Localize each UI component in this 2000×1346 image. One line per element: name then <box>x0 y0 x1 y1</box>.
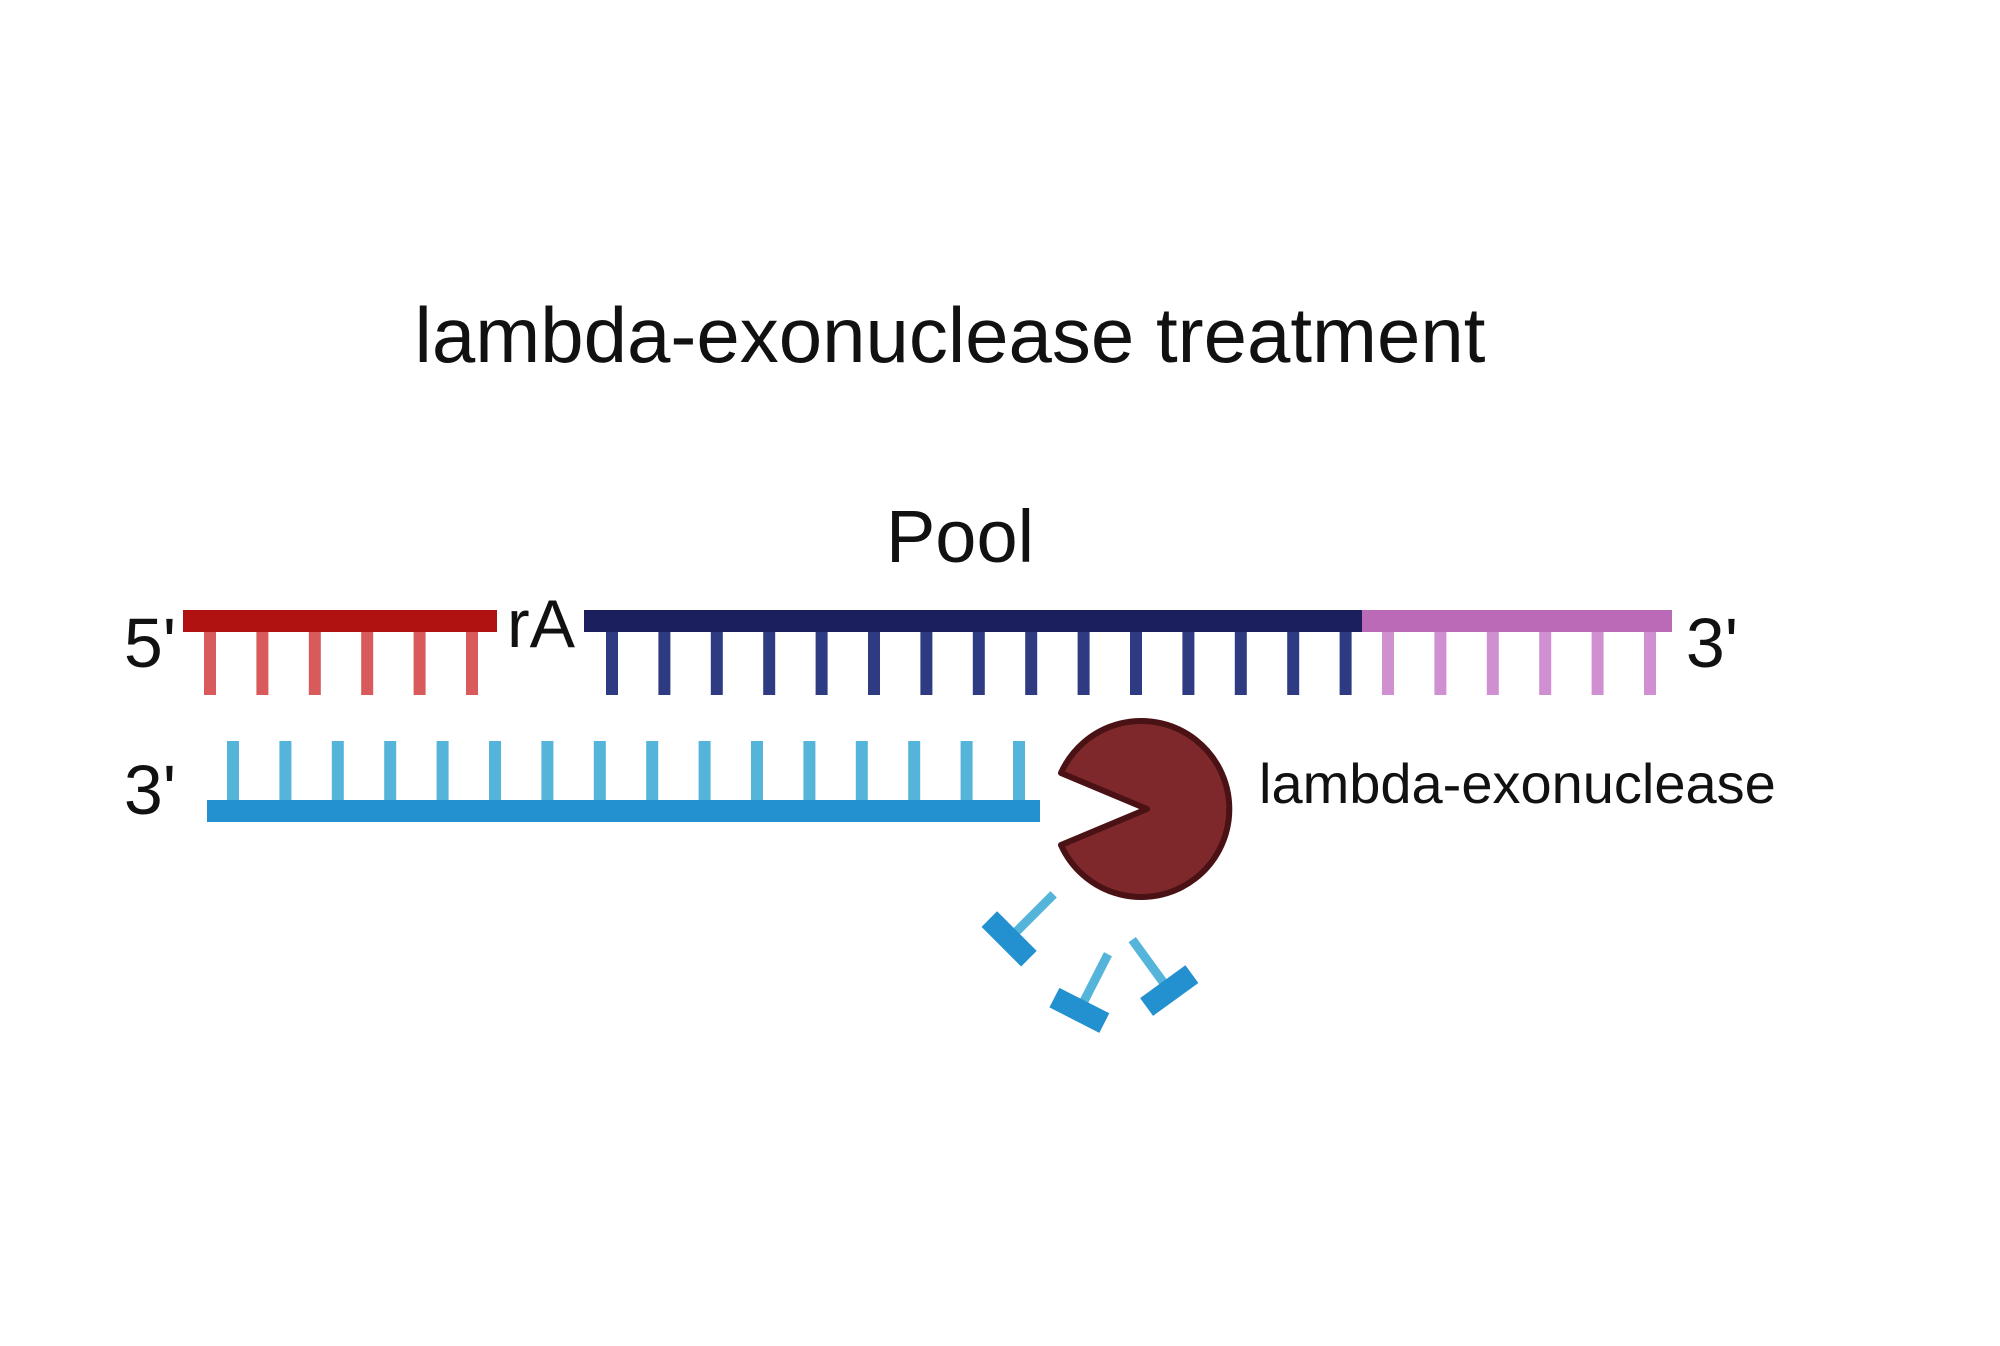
nucleotide-base <box>1130 625 1142 695</box>
released-nucleotide-1 <box>981 891 1057 967</box>
nucleotide-base <box>1486 625 1499 695</box>
nucleotide-base <box>1077 625 1090 695</box>
bottom-backbone <box>207 800 1040 822</box>
nucleotide-base <box>855 741 868 807</box>
enzyme-label: lambda-exonuclease <box>1259 752 1776 815</box>
nucleotide-base <box>646 741 659 807</box>
top-strand-pool-segment <box>584 610 1364 695</box>
nucleotide-base <box>436 741 449 807</box>
nucleotide-base <box>751 741 763 807</box>
nucleotide-base <box>331 741 344 807</box>
nucleotide-base <box>803 741 816 807</box>
fragment-backbone <box>1140 965 1199 1016</box>
nucleotide-base <box>1382 625 1394 695</box>
nucleotide-base <box>593 741 606 807</box>
nucleotide-base <box>413 625 426 695</box>
nucleotide-base <box>308 625 321 695</box>
nucleotide-base <box>606 625 618 695</box>
nucleotide-base <box>279 741 292 807</box>
fragment-base <box>1010 891 1057 938</box>
nucleotide-base <box>1591 625 1604 695</box>
five-prime-label: 5' <box>124 604 176 682</box>
pool-label: Pool <box>886 495 1034 578</box>
three-prime-label-top: 3' <box>1686 604 1738 682</box>
nucleotide-base <box>658 625 671 695</box>
nucleotide-base <box>698 741 711 807</box>
top-left-bases <box>204 625 478 695</box>
nucleotide-base <box>204 625 216 695</box>
bottom-strand <box>207 741 1040 822</box>
nucleotide-base <box>489 741 501 807</box>
nucleotide-base <box>256 625 269 695</box>
lambda-exonuclease-enzyme <box>1058 718 1233 900</box>
top-left-backbone <box>183 610 497 632</box>
top-strand-right-segment <box>1362 610 1672 695</box>
three-prime-label-bottom: 3' <box>124 751 176 829</box>
nucleotide-base <box>1234 625 1247 695</box>
pool-backbone <box>584 610 1364 632</box>
pool-bases <box>606 625 1352 695</box>
fragment-base <box>1078 952 1112 1007</box>
nucleotide-base <box>868 625 880 695</box>
nucleotide-base <box>384 741 397 807</box>
nucleotide-base <box>1539 625 1552 695</box>
nucleotide-base <box>908 741 921 807</box>
top-right-bases <box>1382 625 1656 695</box>
nucleotide-base <box>1025 625 1038 695</box>
nucleotide-base <box>541 741 554 807</box>
ra-label: rA <box>507 586 576 662</box>
nucleotide-base <box>1644 625 1656 695</box>
released-nucleotide-2 <box>1049 952 1112 1033</box>
diagram-title: lambda-exonuclease treatment <box>415 291 1486 379</box>
nucleotide-base <box>920 625 933 695</box>
nucleotide-base <box>361 625 374 695</box>
nucleotide-base <box>1339 625 1352 695</box>
nucleotide-base <box>227 741 239 807</box>
nucleotide-base <box>1013 741 1025 807</box>
fragment-backbone <box>981 911 1037 967</box>
nucleotide-base <box>1287 625 1300 695</box>
nucleotide-base <box>1182 625 1195 695</box>
nucleotide-base <box>815 625 828 695</box>
fragment-backbone <box>1049 987 1110 1033</box>
bottom-bases <box>227 741 1025 807</box>
nucleotide-base <box>960 741 973 807</box>
nucleotide-base <box>1434 625 1447 695</box>
nucleotide-base <box>763 625 776 695</box>
top-strand-left-segment <box>183 610 497 695</box>
released-nucleotide-3 <box>1128 936 1199 1016</box>
nucleotide-base <box>466 625 478 695</box>
nucleotide-base <box>710 625 723 695</box>
fragment-base <box>1128 936 1169 988</box>
top-right-backbone <box>1362 610 1672 632</box>
nucleotide-base <box>972 625 985 695</box>
